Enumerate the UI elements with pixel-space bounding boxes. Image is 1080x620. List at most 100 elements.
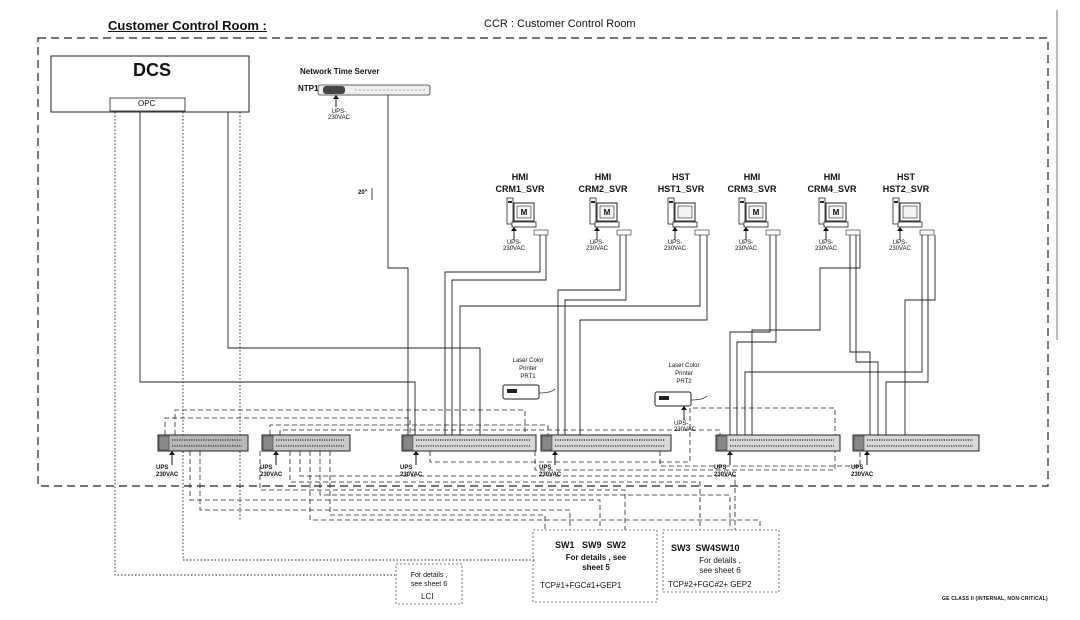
server-cable: [736, 235, 777, 435]
server-cable: [885, 235, 929, 435]
switch-module: [158, 435, 170, 451]
interconnect-cable: [329, 451, 546, 530]
opc-box: [109, 97, 186, 112]
switch-power-label: UPS 230VAC: [260, 465, 283, 478]
detail-box-sheet6: [662, 529, 780, 593]
interconnect-cable: [309, 451, 761, 530]
server-tower-slot: [508, 201, 512, 203]
server-name-label: CRM4_SVR: [807, 184, 857, 194]
server-power-label: UPS- 230VAC: [503, 240, 525, 252]
server-name-label: HST2_SVR: [882, 184, 930, 194]
switch-module: [716, 435, 728, 451]
server-power-arrow: [823, 227, 829, 231]
server-name-label: CRM1_SVR: [495, 184, 545, 194]
printer-power-arrow: [681, 406, 687, 410]
dcs-label: DCS: [133, 60, 172, 80]
server-badge: M: [520, 208, 528, 217]
dcs-cable: [182, 112, 535, 561]
server-tower: [506, 197, 514, 225]
server-power-arrow: [743, 227, 749, 231]
server-power-arrow: [897, 227, 903, 231]
server-port-block: [533, 229, 549, 236]
server-screen: [599, 205, 615, 219]
server-3: [667, 197, 710, 240]
printer-panel: [507, 389, 517, 393]
server-tower-slot: [591, 201, 595, 203]
server-tower-slot: [820, 201, 824, 203]
printer-layer: [502, 384, 708, 420]
interconnect-cable: [289, 451, 701, 530]
switch-chassis: [715, 434, 841, 452]
server-name-label: CRM3_SVR: [727, 184, 777, 194]
interconnect-cable: [199, 451, 571, 530]
server-cable: [849, 235, 871, 435]
interconnect-cable: [189, 451, 601, 530]
server-cable: [904, 235, 936, 435]
server-tower: [818, 197, 826, 225]
switch-power-arrow: [273, 451, 279, 455]
detail-heading-sheet5: SW1 SW9 SW2: [555, 540, 627, 550]
server-power-arrow: [511, 227, 517, 231]
server-type-label: HST: [672, 172, 690, 182]
server-tower-slot: [669, 201, 673, 203]
detail-heading-sheet6: SW3 SW4SW10: [671, 543, 740, 553]
detail-footer-sheet6: TCP#2+FGC#2+ GEP2: [668, 580, 752, 589]
ntp-cable: [387, 95, 409, 435]
server-port-block: [845, 229, 861, 236]
server-name-label: HST1_SVR: [657, 184, 705, 194]
server-power-label: UPS- 230VAC: [889, 240, 911, 252]
dcs-cable: [139, 112, 416, 435]
server-port-block: [765, 229, 781, 236]
switch-chassis: [540, 434, 672, 452]
switch-module: [853, 435, 865, 451]
interconnect-cable: [319, 451, 731, 530]
server-keyboard: [897, 221, 923, 228]
server-keyboard: [594, 221, 620, 228]
server-keyboard: [511, 221, 537, 228]
server-cable: [444, 235, 541, 435]
printer-1: [502, 384, 556, 400]
switch-power-label: UPS 230VAC: [156, 465, 179, 478]
switch-3: [401, 434, 537, 465]
detail-text-lci: For details , see sheet 6: [410, 572, 448, 588]
server-badge: M: [603, 208, 611, 217]
server-port-block: [616, 229, 632, 236]
page-title: Customer Control Room :: [108, 18, 267, 33]
network-lines: [114, 95, 936, 576]
detail-footer-lci: LCI: [421, 592, 434, 601]
switch-module: [402, 435, 414, 451]
printer-panel: [659, 396, 669, 400]
server-type-label: HST: [897, 172, 915, 182]
switch-module: [541, 435, 553, 451]
server-cable: [729, 235, 771, 435]
switch-module: [262, 435, 274, 451]
ccr-title: CCR : Customer Control Room: [484, 18, 636, 30]
interconnect-cable: [174, 409, 526, 451]
switch-power-label: UPS 230VAC: [400, 465, 423, 478]
server-keyboard: [743, 221, 769, 228]
switch-6: [852, 434, 980, 465]
server-cable: [557, 235, 621, 435]
dcs-cable: [227, 112, 481, 435]
interconnect-cable: [299, 451, 736, 530]
switch-power-arrow: [552, 451, 558, 455]
server-cable: [451, 235, 547, 435]
interconnect-cable: [259, 451, 626, 530]
server-badge: M: [832, 208, 840, 217]
server-port-block: [919, 229, 935, 236]
ntp-device: [317, 84, 431, 107]
switch-power-label: UPS 230VAC: [714, 465, 737, 478]
server-badge: M: [752, 208, 760, 217]
detail-box-lci: [395, 563, 463, 605]
server-type-label: HMI: [823, 172, 841, 182]
printer-cable: [690, 395, 708, 401]
switch-4: [540, 434, 672, 465]
server-power-label: UPS- 230VAC: [815, 240, 837, 252]
detail-text-sheet5: For details , see sheet 5: [565, 553, 627, 572]
interconnect-cable: [429, 407, 836, 463]
server-power-label: UPS- 230VAC: [735, 240, 757, 252]
detail-text-sheet6: For details , see sheet 6: [699, 556, 741, 575]
ntp-label: NTP1: [298, 84, 319, 93]
